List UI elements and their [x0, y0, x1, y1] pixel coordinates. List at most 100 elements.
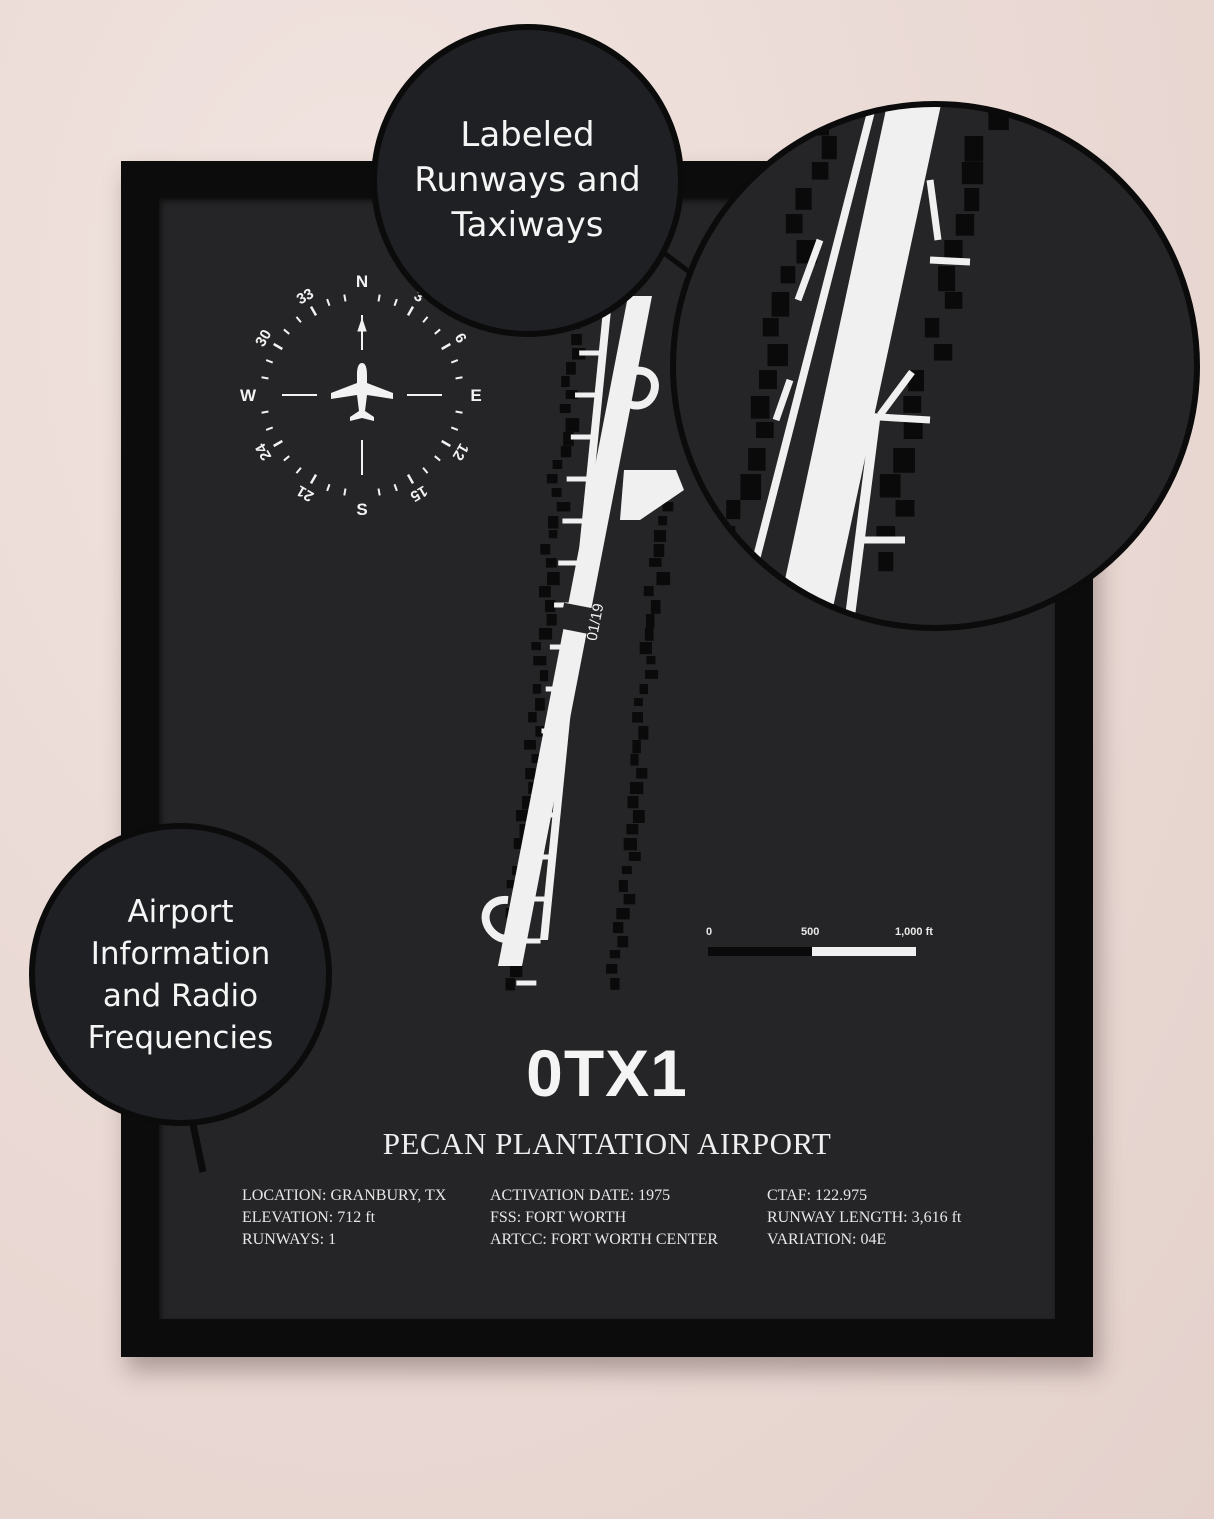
hangar-building — [525, 768, 536, 780]
hangar-building — [632, 712, 644, 723]
compass-tick — [422, 316, 429, 323]
hangar-building — [628, 852, 641, 861]
compass-tick — [377, 488, 381, 496]
hangar-building — [513, 838, 527, 850]
airplane-icon — [331, 363, 393, 421]
compass-tick — [273, 439, 283, 448]
magnified-hangar-building — [938, 266, 956, 292]
hangar-building — [548, 530, 558, 539]
hangar-building — [539, 670, 549, 682]
hangar-building — [617, 936, 629, 948]
magnified-hangar-building — [740, 474, 762, 500]
info-artcc: ARTCC: FORT WORTH CENTER — [490, 1231, 719, 1248]
hangar-building — [633, 698, 643, 707]
hangar-building — [609, 950, 621, 959]
magnified-hangar-building — [748, 448, 766, 471]
scale-label-0: 0 — [706, 926, 713, 938]
scale-label-500: 500 — [801, 926, 820, 938]
hangar-building — [552, 460, 563, 470]
hangar-building — [547, 572, 560, 586]
compass-cardinal-W: W — [240, 386, 257, 405]
hangar-building — [636, 768, 648, 779]
magnified-hangar-building — [961, 162, 984, 185]
info-runways: RUNWAYS: 1 — [242, 1231, 337, 1248]
magnified-hangar-building — [964, 136, 984, 162]
turnaround-loop — [617, 366, 659, 410]
hangar-building — [572, 348, 586, 360]
hangar-building — [630, 754, 639, 766]
callout-info: Airport Information and Radio Frequencie… — [29, 823, 332, 1126]
magnified-hangar-building — [821, 136, 837, 160]
runway-label: 01/19 — [584, 602, 608, 642]
hangar-building — [538, 586, 551, 598]
magnified-hangar-building — [903, 396, 922, 413]
hangar-building — [627, 796, 639, 809]
hangar-building — [545, 558, 557, 568]
compass-tick — [393, 298, 398, 307]
airport-name: PECAN PLANTATION AIRPORT — [382, 1126, 832, 1161]
hangar-building — [506, 880, 518, 889]
compass-tick — [434, 455, 441, 462]
magnified-hangar-building — [785, 214, 803, 234]
info-column-2: ACTIVATION DATE: 1975 FSS: FORT WORTH AR… — [490, 1185, 718, 1251]
hangar-building — [540, 544, 551, 555]
hangar-building — [643, 586, 654, 597]
compass-tick — [455, 410, 463, 414]
compass-tick — [343, 294, 347, 302]
info-elevation: ELEVATION: 712 ft — [242, 1209, 376, 1226]
hangar-building — [653, 530, 667, 542]
hangar-building — [658, 516, 668, 526]
hangar-building — [616, 908, 630, 920]
hangar-building — [531, 754, 540, 764]
info-activation: ACTIVATION DATE: 1975 — [490, 1187, 671, 1204]
compass-tick — [406, 306, 415, 316]
hangar-building — [548, 516, 559, 529]
compass-tick — [393, 483, 398, 492]
magnified-hangar-building — [780, 266, 796, 284]
info-location: LOCATION: GRANBURY, TX — [242, 1187, 447, 1204]
hangar-building — [646, 656, 656, 665]
compass-tick — [343, 488, 347, 496]
compass-tick — [441, 342, 451, 351]
hangar-building — [546, 614, 557, 626]
hangar-building — [565, 418, 580, 432]
magnified-hangar-building — [903, 422, 923, 439]
compass-tick — [326, 298, 331, 307]
compass-degree-label: 24 — [252, 440, 275, 464]
hangar-building — [645, 670, 659, 679]
hangar-building — [559, 404, 571, 414]
compass-tick — [309, 306, 318, 316]
compass-tick — [283, 328, 290, 335]
compass-degree-label: 12 — [449, 440, 472, 463]
magnified-hangar-building — [811, 162, 829, 180]
hangar-building — [566, 362, 576, 375]
hangar-building — [606, 964, 618, 974]
compass-cardinal-S: S — [356, 500, 367, 519]
hangar-building — [649, 558, 662, 567]
compass-tick — [309, 474, 318, 484]
hangar-building — [626, 824, 639, 835]
compass-tick — [450, 426, 459, 431]
hangar-building — [662, 502, 674, 512]
hangar-building — [623, 894, 636, 905]
hangar-building — [560, 446, 572, 458]
hangar-building — [545, 600, 556, 613]
magnified-hangar-building — [964, 188, 980, 212]
compass-tick — [283, 455, 290, 462]
hangar-building — [519, 824, 529, 838]
magnified-hangar-building — [895, 500, 915, 517]
hangar-building — [645, 614, 655, 628]
hangar-building — [638, 726, 649, 740]
compass-tick — [422, 467, 429, 474]
magnified-hangar-building — [944, 240, 963, 262]
scale-bar — [708, 947, 916, 956]
hangar-building — [571, 334, 582, 346]
compass-tick — [273, 342, 283, 351]
compass-degree-label: 15 — [407, 482, 430, 505]
compass-tick — [326, 483, 331, 492]
compass-tick — [295, 467, 302, 474]
hangar-building — [556, 502, 571, 512]
